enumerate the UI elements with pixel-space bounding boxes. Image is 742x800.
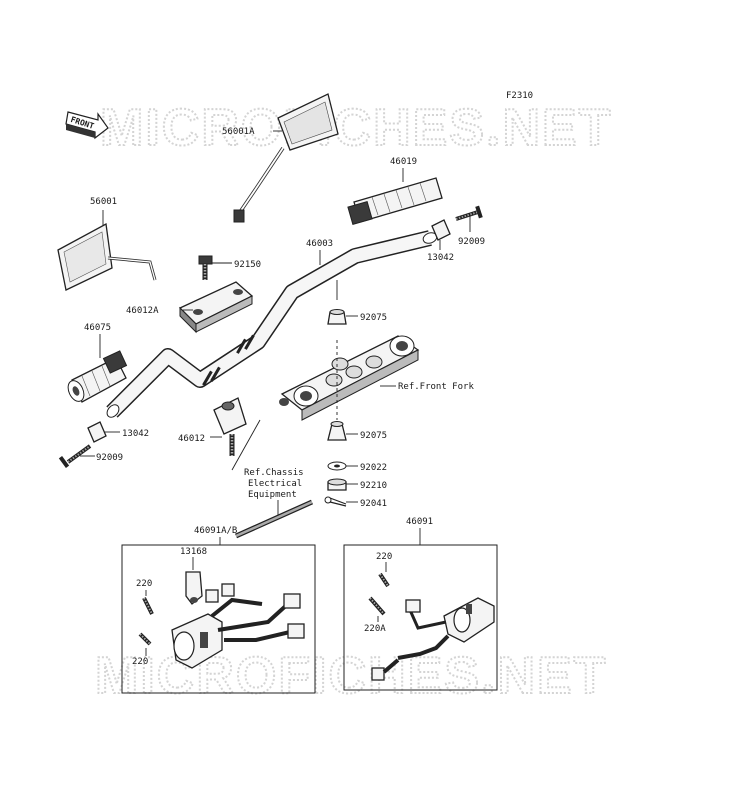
right-end-weight [431, 219, 451, 241]
triple-clamp [279, 335, 420, 421]
screw-220-left-bottom [138, 632, 152, 646]
watermark-top: MICROFICHES.NET [100, 99, 612, 157]
right-switch-box [343, 544, 498, 691]
figure-code: F2310 [506, 91, 533, 101]
left-switch-housing [171, 583, 305, 669]
label-92022: 92022 [360, 463, 387, 473]
damper-92075-bottom [327, 421, 347, 441]
left-grip [67, 350, 128, 403]
nut-92210 [327, 478, 347, 491]
label-ref-chassis-2: Electrical [248, 479, 302, 489]
right-mirror [233, 93, 339, 223]
label-92150: 92150 [234, 260, 261, 270]
right-grip [347, 177, 443, 226]
handlebar [106, 230, 438, 418]
label-46003: 46003 [306, 239, 333, 249]
label-46075: 46075 [84, 323, 111, 333]
left-end-weight [87, 421, 107, 443]
label-ref-chassis-1: Ref.Chassis [244, 468, 304, 478]
label-13042-right: 13042 [427, 253, 454, 263]
label-220-right: 220 [376, 552, 392, 562]
label-13042-left: 13042 [122, 429, 149, 439]
bracket-13168 [185, 571, 203, 605]
label-46091AB: 46091A/B [194, 526, 237, 536]
lower-holder [213, 397, 247, 456]
label-92075-top: 92075 [360, 313, 387, 323]
screw-220-left-top [142, 597, 154, 615]
label-92041: 92041 [360, 499, 387, 509]
label-ref-chassis-3: Equipment [248, 490, 297, 500]
label-56001: 56001 [90, 197, 117, 207]
damper-92075-top [327, 309, 347, 325]
upper-holder [178, 281, 254, 334]
front-arrow-icon: FRONT [65, 111, 109, 140]
label-220-left-top: 220 [136, 579, 152, 589]
label-56001A: 56001A [222, 127, 255, 137]
label-46019: 46019 [390, 157, 417, 167]
label-92210: 92210 [360, 481, 387, 491]
label-46012: 46012 [178, 434, 205, 444]
washer-92022 [327, 461, 347, 471]
cable-tie [234, 499, 314, 539]
watermark-bottom: MICROFICHES.NET [95, 647, 607, 705]
screw-220-right [378, 572, 390, 588]
right-switch-housing [371, 597, 495, 681]
left-mirror [57, 222, 157, 291]
screw-220A [368, 596, 386, 616]
label-46091: 46091 [406, 517, 433, 527]
label-220A: 220A [364, 624, 386, 634]
label-13168: 13168 [180, 547, 207, 557]
label-46012A: 46012A [126, 306, 159, 316]
left-switch-box [121, 544, 316, 694]
label-220-left-bottom: 220 [132, 657, 148, 667]
label-92075-bottom: 92075 [360, 431, 387, 441]
left-bolt-92009 [58, 444, 92, 469]
label-92009-left: 92009 [96, 453, 123, 463]
bolt-92150 [198, 255, 213, 280]
label-92009-right: 92009 [458, 237, 485, 247]
cotter-pin-92041 [324, 496, 347, 507]
label-ref-front-fork: Ref.Front Fork [398, 382, 474, 392]
right-bolt-92009 [455, 205, 483, 221]
